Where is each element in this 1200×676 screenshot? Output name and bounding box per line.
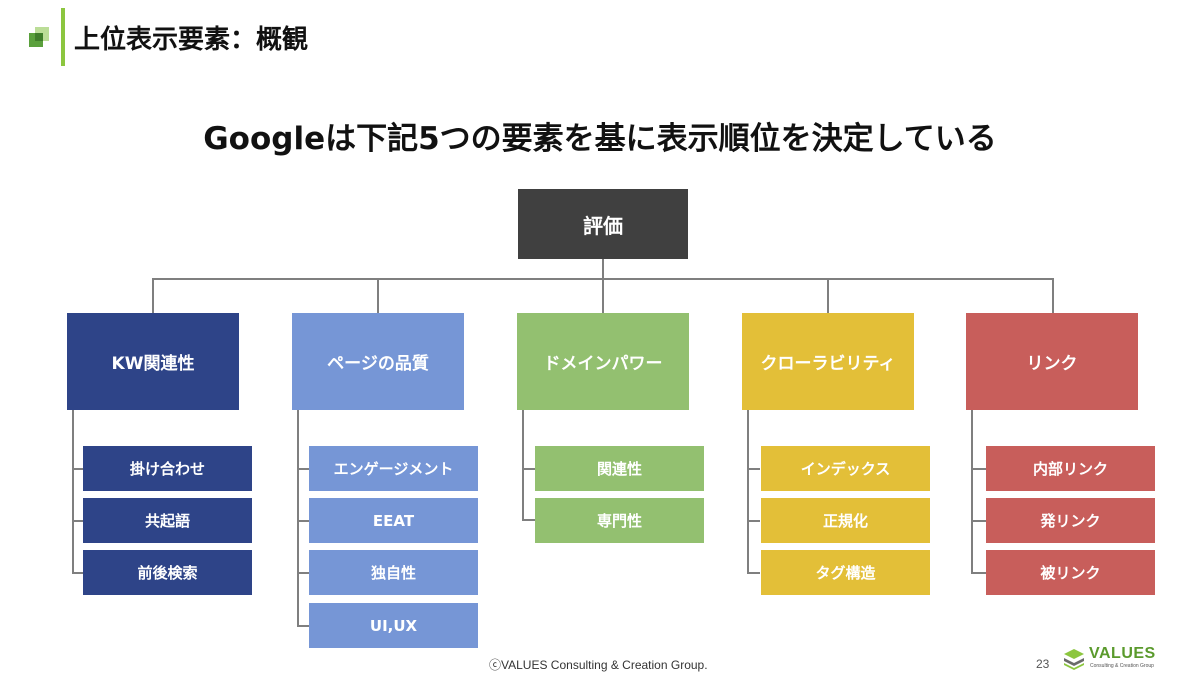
category-label: リンク xyxy=(1026,354,1078,374)
category-box-kw-relevance: KW関連性 xyxy=(67,313,239,410)
branch-drop xyxy=(827,278,829,314)
sub-label: 掛け合わせ xyxy=(129,460,205,478)
sub-label: EEAT xyxy=(372,511,415,530)
category-label: クローラビリティ xyxy=(760,354,896,374)
branch-drop xyxy=(152,278,154,314)
sub-box: 共起語 xyxy=(83,498,252,543)
tick-line xyxy=(971,572,986,574)
header-divider xyxy=(61,8,65,66)
category-box-crawlability: クローラビリティ xyxy=(742,313,914,410)
tick-line xyxy=(297,572,310,574)
tick-line xyxy=(971,468,986,470)
tick-line xyxy=(72,468,84,470)
sub-label: 正規化 xyxy=(822,512,868,530)
header-bullet-icon xyxy=(29,27,49,47)
category-box-links: リンク xyxy=(966,313,1138,410)
tick-line xyxy=(747,468,760,470)
sub-box: 関連性 xyxy=(535,446,704,491)
root-stem xyxy=(602,259,604,279)
category-label: KW関連性 xyxy=(111,354,195,374)
tick-line xyxy=(522,468,535,470)
sub-label: タグ構造 xyxy=(815,564,876,582)
sub-box: EEAT xyxy=(309,498,478,543)
sub-box: 内部リンク xyxy=(986,446,1155,491)
sub-label: 専門性 xyxy=(596,512,642,530)
sub-box: タグ構造 xyxy=(761,550,930,595)
sub-box: 独自性 xyxy=(309,550,478,595)
page-number: 23 xyxy=(1036,657,1050,671)
root-label: 評価 xyxy=(583,213,623,238)
values-logo: VALUES Consulting & Creation Group xyxy=(1062,645,1172,673)
sub-label: 独自性 xyxy=(370,564,416,582)
tick-line xyxy=(747,520,760,522)
category-label: ドメインパワー xyxy=(543,354,663,374)
footer-copyright: ⓒVALUES Consulting & Creation Group. xyxy=(489,658,708,672)
sub-box: 専門性 xyxy=(535,498,704,543)
sub-label: 発リンク xyxy=(1040,512,1101,530)
sub-box: 被リンク xyxy=(986,550,1155,595)
category-label: ページの品質 xyxy=(327,354,429,374)
sub-box: 掛け合わせ xyxy=(83,446,252,491)
tick-line xyxy=(747,572,760,574)
category-box-page-quality: ページの品質 xyxy=(292,313,464,410)
logo-tagline: Consulting & Creation Group xyxy=(1090,663,1154,669)
tick-line xyxy=(297,468,310,470)
category-box-domain-power: ドメインパワー xyxy=(517,313,689,410)
tick-line xyxy=(971,520,986,522)
sub-label: UI,UX xyxy=(369,616,418,635)
column-line xyxy=(971,410,973,573)
tick-line xyxy=(297,625,310,627)
sub-label: 関連性 xyxy=(596,460,642,478)
column-line xyxy=(747,410,749,573)
sub-box: インデックス xyxy=(761,446,930,491)
tick-line xyxy=(72,572,84,574)
sub-box: UI,UX xyxy=(309,603,478,648)
sub-box: 正規化 xyxy=(761,498,930,543)
tick-line xyxy=(297,520,310,522)
sub-label: エンゲージメント xyxy=(333,460,454,478)
tick-line xyxy=(72,520,84,522)
sub-box: エンゲージメント xyxy=(309,446,478,491)
sub-box: 前後検索 xyxy=(83,550,252,595)
sub-label: 被リンク xyxy=(1040,564,1101,582)
sub-label: 前後検索 xyxy=(137,564,198,582)
root-box: 評価 xyxy=(518,189,688,259)
logo-name: VALUES xyxy=(1089,645,1156,662)
column-line xyxy=(522,410,524,520)
tick-line xyxy=(522,519,535,521)
branch-drop xyxy=(1052,278,1054,314)
sub-label: 内部リンク xyxy=(1032,460,1108,478)
sub-label: 共起語 xyxy=(144,512,190,530)
column-line xyxy=(297,410,299,626)
sub-label: インデックス xyxy=(800,460,891,478)
values-logo-mark-icon xyxy=(1064,649,1084,670)
header-title: 上位表示要素：概観 xyxy=(74,25,309,55)
branch-drop xyxy=(602,278,604,314)
column-line xyxy=(72,410,74,573)
branch-drop xyxy=(377,278,379,314)
sub-box: 発リンク xyxy=(986,498,1155,543)
headline: Googleは下記5つの要素を基に表示順位を決定している xyxy=(203,121,997,157)
